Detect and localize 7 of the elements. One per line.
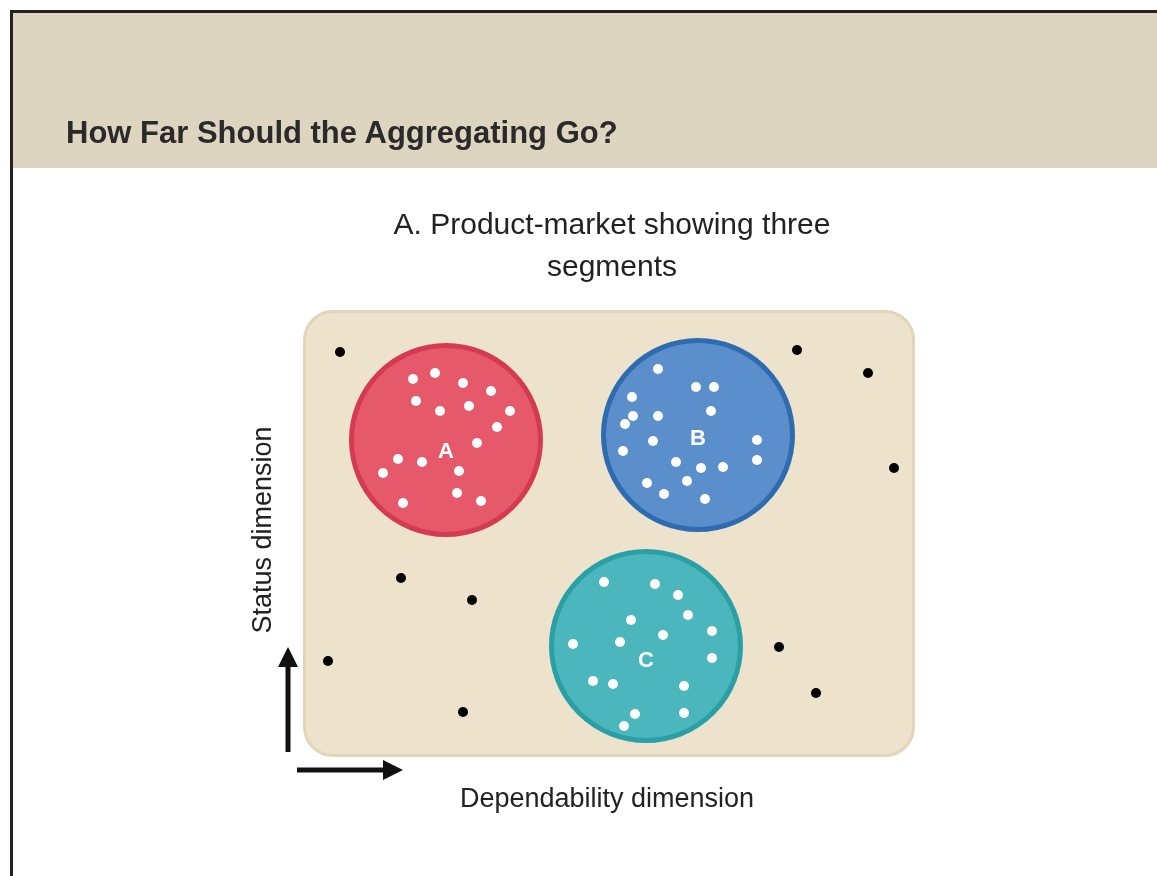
chart-heading: A. Product-market showing three segments (392, 206, 832, 284)
axis-label: Status dimension (246, 426, 278, 634)
title: How Far Should the Aggregating Go? (66, 115, 618, 151)
segment-letter: B (689, 425, 707, 451)
axis-label: Dependability dimension (459, 783, 755, 814)
segment-letter: C (637, 647, 655, 673)
segment-letter: A (437, 438, 455, 464)
